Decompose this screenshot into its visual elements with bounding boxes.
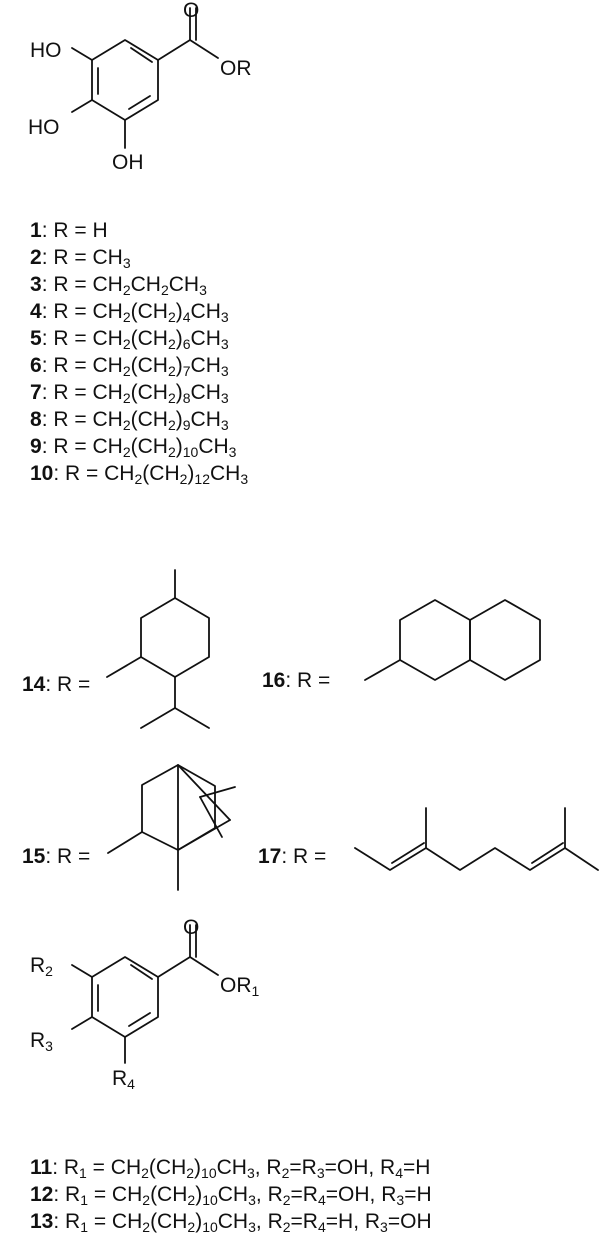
- benzoate-item: 12: R1 = CH2(CH2)10CH3, R2=R4=OH, R3=H: [30, 1183, 432, 1208]
- benzoate-ring: [71, 924, 219, 1064]
- substituent-15-label: 15: R =: [22, 845, 91, 868]
- substituent-16-label: 16: R =: [262, 669, 331, 692]
- gallate-item: 1: R = H: [30, 219, 108, 242]
- benzoate-ester-label: OR1: [220, 974, 260, 999]
- gallate-oh-bottom-label: OH: [112, 151, 144, 174]
- benzoate-item: 13: R1 = CH2(CH2)10CH3, R2=R4=H, R3=OH: [30, 1210, 432, 1235]
- geranyl-structure: [354, 807, 599, 871]
- benzoate-r4-label: R4: [112, 1067, 135, 1092]
- gallate-ester-label: OR: [220, 57, 252, 80]
- gallate-compound-list: 1: R = H 2: R = CH3 3: R = CH2CH2CH3 4: …: [30, 217, 248, 487]
- substituent-17-label: 17: R =: [258, 845, 327, 868]
- gallate-item: 6: R = CH2(CH2)7CH3: [30, 354, 229, 379]
- benzoate-item: 11: R1 = CH2(CH2)10CH3, R2=R3=OH, R4=H: [30, 1156, 431, 1181]
- gallate-item: 10: R = CH2(CH2)12CH3: [30, 462, 249, 487]
- gallate-item: 5: R = CH2(CH2)6CH3: [30, 327, 229, 352]
- menthyl-structure: [106, 569, 210, 729]
- gallate-item: 2: R = CH3: [30, 246, 131, 271]
- benzoate-carbonyl-o-label: O: [183, 916, 200, 939]
- gallate-item: 9: R = CH2(CH2)10CH3: [30, 435, 237, 460]
- decalinyl-structure: [364, 599, 541, 681]
- gallate-ring: [71, 7, 219, 149]
- gallate-carbonyl-o-label: O: [183, 0, 200, 22]
- benzoate-r2-label: R2: [30, 954, 53, 979]
- benzoate-compound-list: 11: R1 = CH2(CH2)10CH3, R2=R3=OH, R4=H 1…: [30, 1154, 432, 1235]
- gallate-ho-mid-label: HO: [28, 116, 60, 139]
- gallate-item: 3: R = CH2CH2CH3: [30, 273, 207, 298]
- bornyl-structure: [107, 764, 236, 891]
- gallate-ho-top-label: HO: [30, 39, 62, 62]
- gallate-item: 7: R = CH2(CH2)8CH3: [30, 381, 229, 406]
- gallate-item: 8: R = CH2(CH2)9CH3: [30, 408, 229, 433]
- benzoate-r3-label: R3: [30, 1029, 53, 1054]
- substituent-14-label: 14: R =: [22, 673, 91, 696]
- gallate-item: 4: R = CH2(CH2)4CH3: [30, 300, 229, 325]
